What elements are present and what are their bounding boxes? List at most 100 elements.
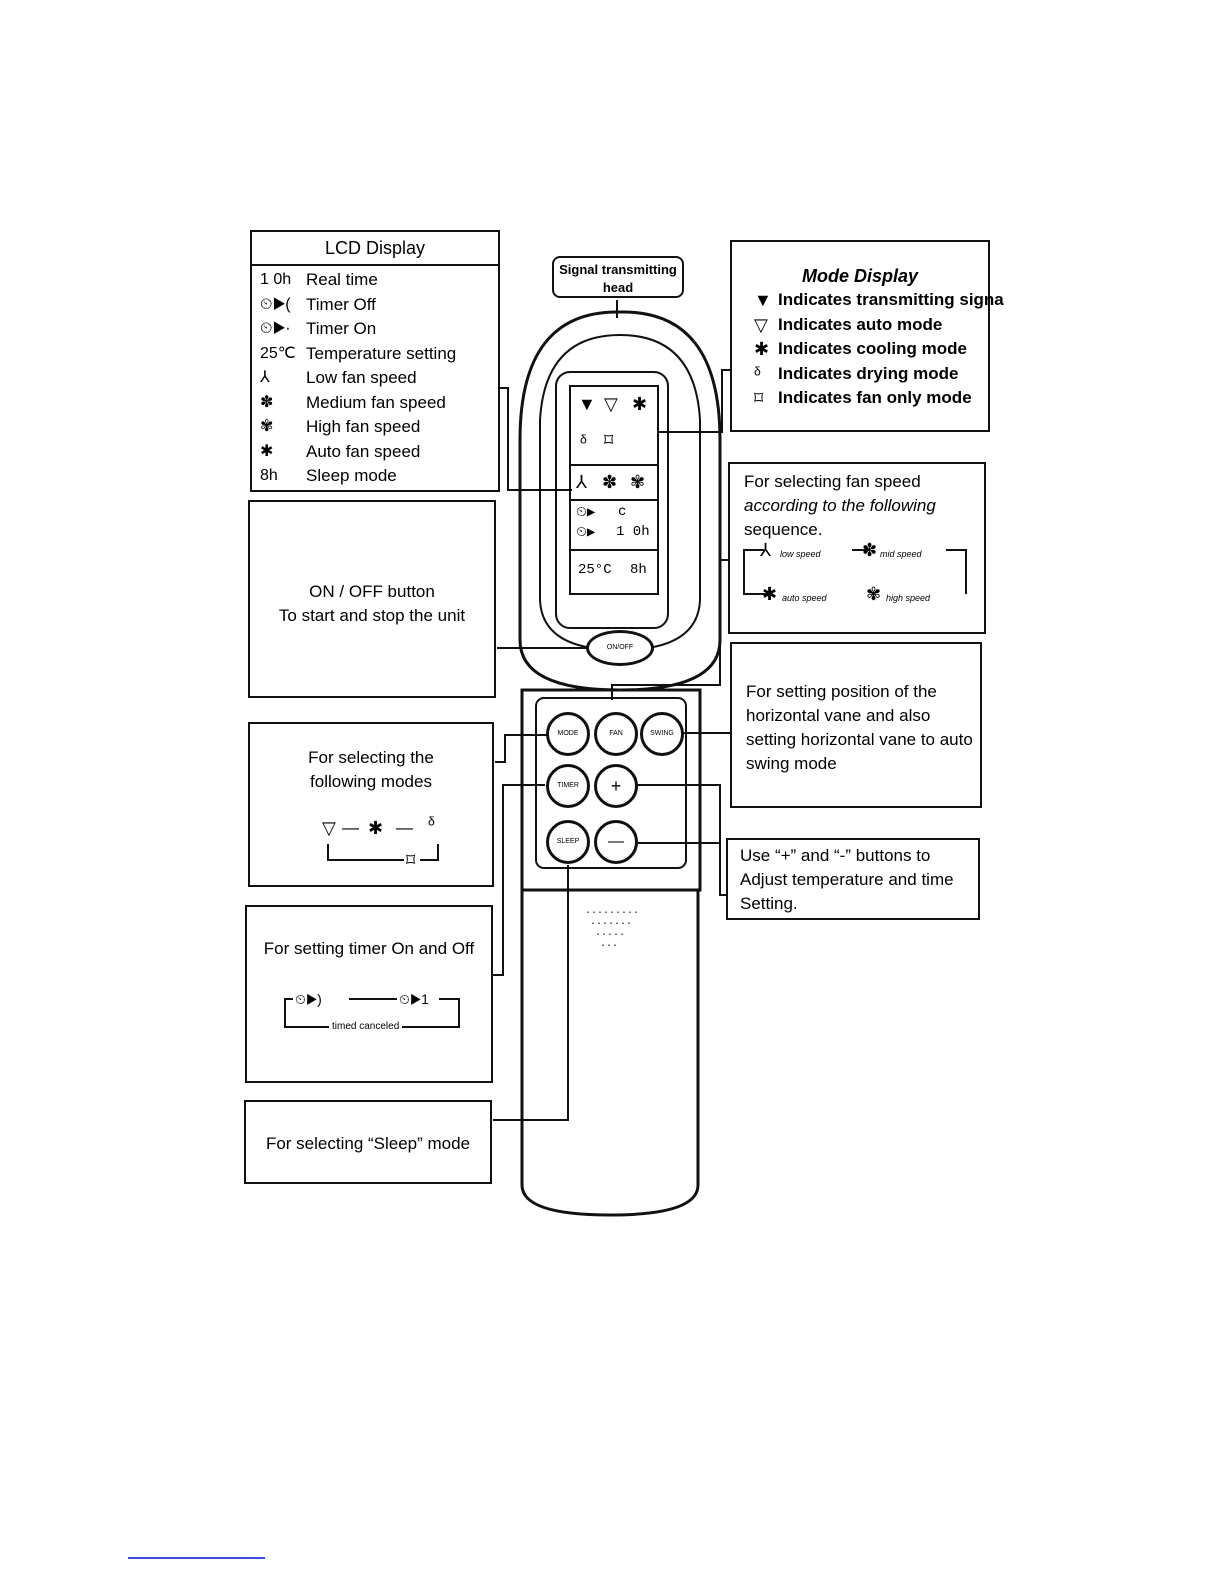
- signal-head-line2: head: [602, 280, 634, 295]
- timer-off-icon: ⏲▶): [295, 991, 322, 1007]
- low-fan-icon: ⅄: [760, 540, 771, 560]
- mode-legend-label: Indicates drying mode: [778, 363, 959, 383]
- vane-callout: For setting position of the horizontal v…: [730, 642, 982, 808]
- mode-legend-symbol: ▽: [754, 314, 768, 335]
- lcd-legend-label: Auto fan speed: [306, 441, 421, 461]
- lcd-legend-label: Sleep mode: [306, 466, 397, 485]
- lcd-legend-label: Timer On: [306, 319, 377, 338]
- vane-line2: horizontal vane and also: [746, 706, 931, 725]
- lcd-auto-icon: ▽: [604, 394, 618, 414]
- lcd-temp-value: 25°C: [578, 562, 612, 578]
- power-button[interactable]: ON/OFF: [586, 630, 654, 666]
- lcd-timer-off-icon: ⏲▶: [576, 505, 596, 521]
- cool-mode-icon: ✱: [368, 818, 384, 838]
- swing-button[interactable]: SWING: [640, 712, 684, 756]
- timer-canceled-label: timed canceled: [329, 1017, 403, 1037]
- timer-button[interactable]: TIMER: [546, 764, 590, 808]
- plus-button[interactable]: +: [594, 764, 638, 808]
- lcd-timer-off-value: c: [618, 504, 627, 520]
- mode-display-title: Mode Display: [801, 266, 919, 286]
- lcd-legend-label: Real time: [306, 270, 378, 289]
- modes-callout: For selecting the following modes ▽ — ✱ …: [248, 722, 494, 887]
- mode-legend-symbol: ▼: [754, 290, 772, 310]
- timer-sequence-lines: [284, 998, 460, 1028]
- svg-text:·········: ·········: [585, 908, 639, 919]
- fan-button[interactable]: FAN: [594, 712, 638, 756]
- svg-text:···: ···: [600, 941, 618, 952]
- svg-text:·····: ·····: [595, 930, 625, 941]
- fan-speed-line2: according to the following: [744, 496, 936, 515]
- lcd-display-title: LCD Display: [324, 238, 426, 258]
- lcd-cool-icon: ✱: [632, 394, 648, 414]
- timer-on-icon: ⏲▶1: [399, 991, 429, 1007]
- lcd-low-fan-icon: ⅄: [576, 472, 587, 492]
- vane-line1: For setting position of the: [746, 682, 937, 701]
- sleep-button[interactable]: SLEEP: [546, 820, 590, 864]
- dry-mode-icon: ᵟ: [428, 814, 435, 834]
- auto-mode-icon: ▽: [322, 818, 336, 838]
- lcd-legend-symbol: ✽: [260, 393, 274, 411]
- plus-minus-line1: Use “+” and “-” buttons to: [740, 846, 931, 865]
- lcd-legend-symbol: ⏲▶(: [260, 295, 291, 313]
- fan-seq-high: high speed: [886, 593, 931, 603]
- signal-head-line1: Signal transmitting: [559, 262, 677, 277]
- lcd-timer-on-value: 1 0h: [616, 524, 650, 540]
- svg-text:·······: ·······: [590, 919, 632, 930]
- lcd-legend-symbol: 8h: [260, 467, 278, 484]
- signal-head-label: Signal transmitting head: [552, 256, 684, 298]
- lcd-display-legend: LCD Display 1 0h Real time ⏲▶( Timer Off ⏲▶·…: [250, 230, 500, 492]
- timer-callout: For setting timer On and Off ⏲▶) ⏲▶1 tim…: [245, 905, 493, 1083]
- lcd-legend-symbol: ⏲▶·: [260, 320, 291, 337]
- modes-sequence-lines: [327, 844, 439, 861]
- lcd-transmit-icon: ▼: [578, 394, 596, 414]
- vane-line3: setting horizontal vane to auto: [746, 730, 973, 749]
- modes-line2: following modes: [310, 772, 432, 791]
- mode-legend-label: Indicates auto mode: [778, 314, 943, 334]
- fan-seq-low: low speed: [780, 549, 821, 559]
- lcd-sleep-value: 8h: [630, 562, 647, 578]
- lcd-legend-symbol: ✱: [260, 442, 274, 460]
- auto-fan-icon: ✱: [762, 584, 778, 604]
- mode-legend-symbol: ✱: [754, 339, 770, 359]
- high-fan-icon: ✾: [866, 584, 882, 604]
- fan-only-mode-icon: ⌑: [406, 850, 416, 870]
- fan-speed-line3: sequence.: [744, 520, 823, 539]
- lcd-legend-symbol: 1 0h: [260, 271, 292, 288]
- fan-seq-auto: auto speed: [782, 593, 827, 603]
- on-off-line2: To start and stop the unit: [278, 606, 466, 625]
- fan-speed-callout: For selecting fan speed according to the…: [728, 462, 986, 634]
- lcd-high-fan-icon: ✾: [630, 472, 646, 492]
- mode-legend-label: Indicates fan only mode: [778, 388, 972, 407]
- lcd-legend-label: Timer Off: [306, 294, 376, 314]
- sleep-callout: For selecting “Sleep” mode: [244, 1100, 492, 1184]
- plus-minus-line2: Adjust temperature and time: [740, 870, 954, 889]
- lcd-mid-fan-icon: ✽: [602, 472, 618, 492]
- lcd-legend-label: High fan speed: [306, 417, 421, 436]
- fan-seq-mid: mid speed: [880, 549, 922, 559]
- timer-line1: For setting timer On and Off: [263, 939, 475, 958]
- minus-button[interactable]: —: [594, 820, 638, 864]
- fan-speed-line1: For selecting fan speed: [744, 472, 921, 491]
- mode-button[interactable]: MODE: [546, 712, 590, 756]
- fan-speed-sequence: [743, 549, 967, 595]
- on-off-callout: ON / OFF button To start and stop the un…: [248, 500, 496, 698]
- mid-fan-icon: ✽: [862, 540, 878, 560]
- lcd-legend-label: Low fan speed: [306, 368, 417, 387]
- speaker-dots: ········· ······· ····· ···: [585, 908, 639, 952]
- lcd-legend-label: Temperature setting: [306, 343, 457, 363]
- lcd-legend-symbol: ⅄: [260, 369, 270, 386]
- lcd-legend-symbol: 25℃: [260, 344, 296, 362]
- remote-bottom-cover: [520, 890, 700, 1217]
- modes-line1: For selecting the: [308, 748, 434, 767]
- mode-legend-label: Indicates cooling mode: [778, 339, 967, 358]
- plus-minus-callout: Use “+” and “-” buttons to Adjust temper…: [726, 838, 980, 920]
- mode-legend-symbol: ⌑: [754, 388, 764, 408]
- lcd-fan-only-icon: ⌑: [604, 430, 614, 450]
- sleep-label: For selecting “Sleep” mode: [265, 1134, 471, 1153]
- lcd-legend-label: Medium fan speed: [306, 392, 446, 412]
- mode-legend-symbol: ᵟ: [754, 363, 761, 384]
- mode-display-legend: Mode Display ▼Indicates transmitting sig…: [730, 240, 1004, 432]
- on-off-line1: ON / OFF button: [309, 582, 435, 601]
- lcd-timer-on-icon: ⏲▶: [576, 525, 596, 541]
- lcd-legend-symbol: ✾: [260, 418, 274, 435]
